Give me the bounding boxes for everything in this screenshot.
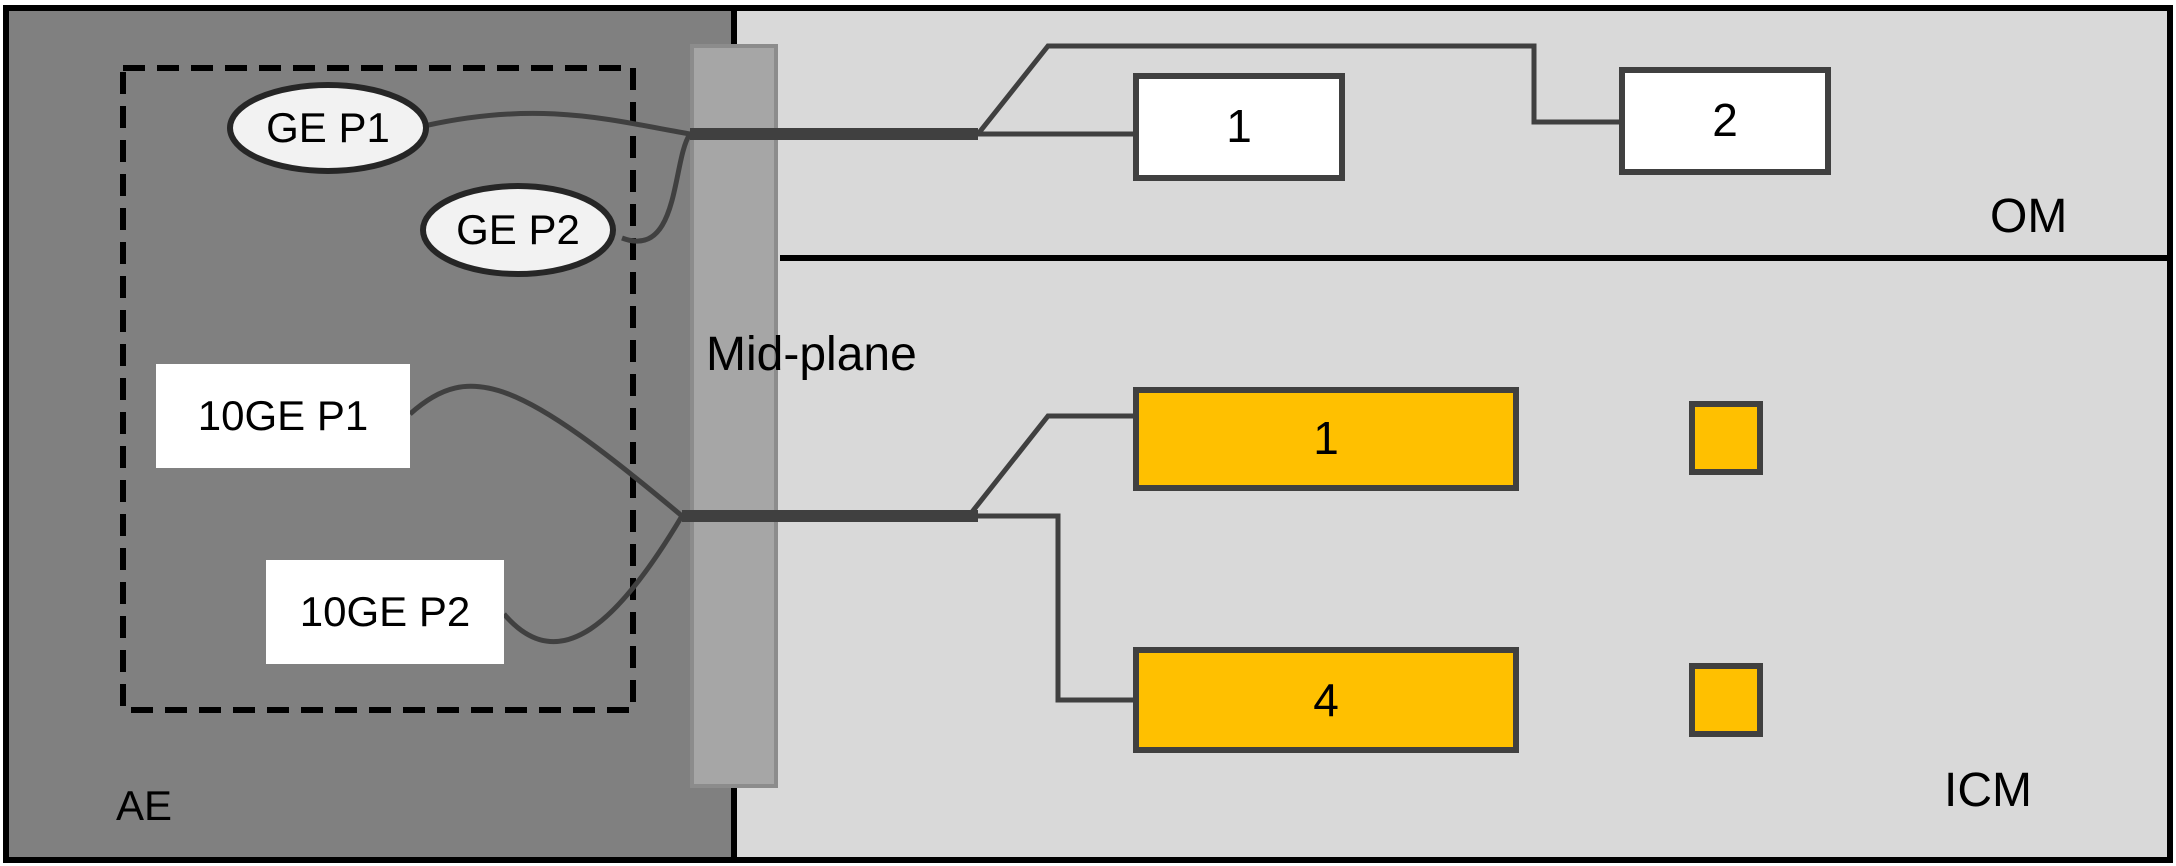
ge-p2-port — [420, 183, 616, 277]
tenge-p2-wire — [502, 514, 685, 645]
icm-indicator-1 — [1689, 401, 1763, 475]
ge-p2-wire — [621, 132, 693, 244]
tenge-p2-port — [266, 560, 504, 664]
om-slot-2 — [1619, 67, 1831, 175]
ge-to-om-2 — [976, 43, 1622, 136]
tenge-to-icm-1 — [970, 413, 1136, 514]
ae-dashed-group — [120, 65, 636, 713]
ge-p2-label: GE P2 — [456, 206, 580, 253]
tenge-connections — [408, 383, 1136, 703]
om-slot-1-label: 1 — [1226, 100, 1252, 152]
om-slot-2-label: 2 — [1712, 94, 1738, 146]
ge-p1-label: GE P1 — [266, 104, 390, 151]
icm-slot-4 — [1133, 647, 1519, 753]
ge-connections — [423, 43, 1622, 244]
om-slot-1 — [1133, 73, 1345, 181]
icm-slot-1 — [1133, 387, 1519, 491]
om-label: OM — [1990, 190, 2067, 243]
midplane-bar — [690, 44, 778, 788]
midplane-label: Mid-plane — [706, 328, 917, 381]
tenge-to-icm-4 — [978, 513, 1136, 703]
icm-slot-4-label: 4 — [1313, 674, 1339, 726]
icm-label: ICM — [1944, 764, 2032, 817]
icm-indicator-4 — [1689, 663, 1763, 737]
tenge-p1-wire — [408, 383, 684, 518]
ge-p1-port — [227, 82, 429, 174]
ge-p1-wire — [423, 110, 691, 137]
icm-slot-1-label: 1 — [1313, 412, 1339, 464]
tenge-p1-port — [156, 364, 410, 468]
tenge-p1-label: 10GE P1 — [198, 392, 368, 439]
ae-label: AE — [116, 782, 172, 829]
tenge-p2-label: 10GE P2 — [300, 588, 470, 635]
